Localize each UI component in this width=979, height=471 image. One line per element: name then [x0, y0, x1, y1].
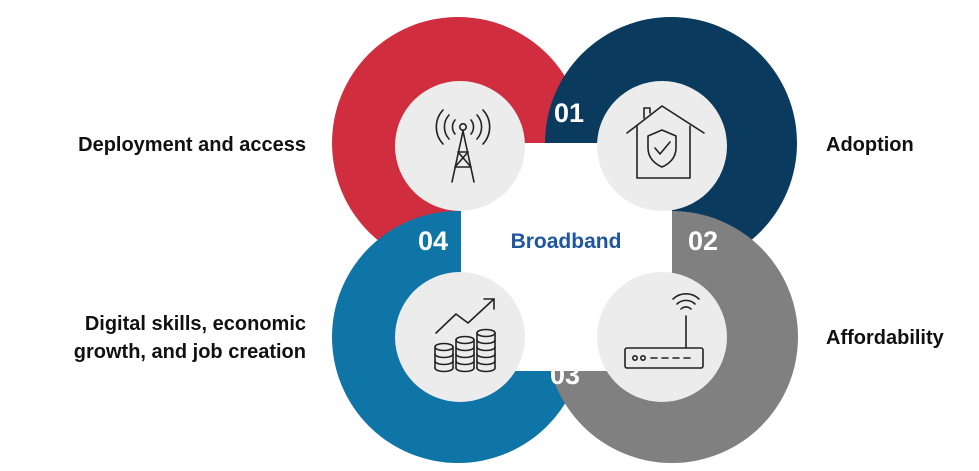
cell-tower-icon	[435, 109, 491, 183]
label-adoption: Adoption	[826, 134, 914, 156]
label-digital-skills-line-1: Digital skills, economic	[84, 313, 306, 335]
label-digital-skills: Digital skills, economic growth, and job…	[0, 310, 306, 366]
icon-circle-02	[597, 81, 727, 211]
segment-number-03: 03	[550, 360, 580, 390]
label-digital-skills-line-2: growth, and job creation	[73, 341, 306, 363]
router-icon	[624, 293, 704, 369]
label-deployment-and-access: Deployment and access	[78, 134, 306, 156]
home-shield-icon	[626, 105, 705, 179]
label-affordability: Affordability	[826, 327, 944, 349]
center-label: Broadband	[511, 230, 622, 253]
segment-number-01: 01	[554, 98, 584, 128]
segment-number-04: 04	[418, 226, 448, 256]
segment-number-02: 02	[688, 226, 718, 256]
icon-circle-03	[597, 272, 727, 402]
coins-growth-icon	[434, 298, 496, 373]
